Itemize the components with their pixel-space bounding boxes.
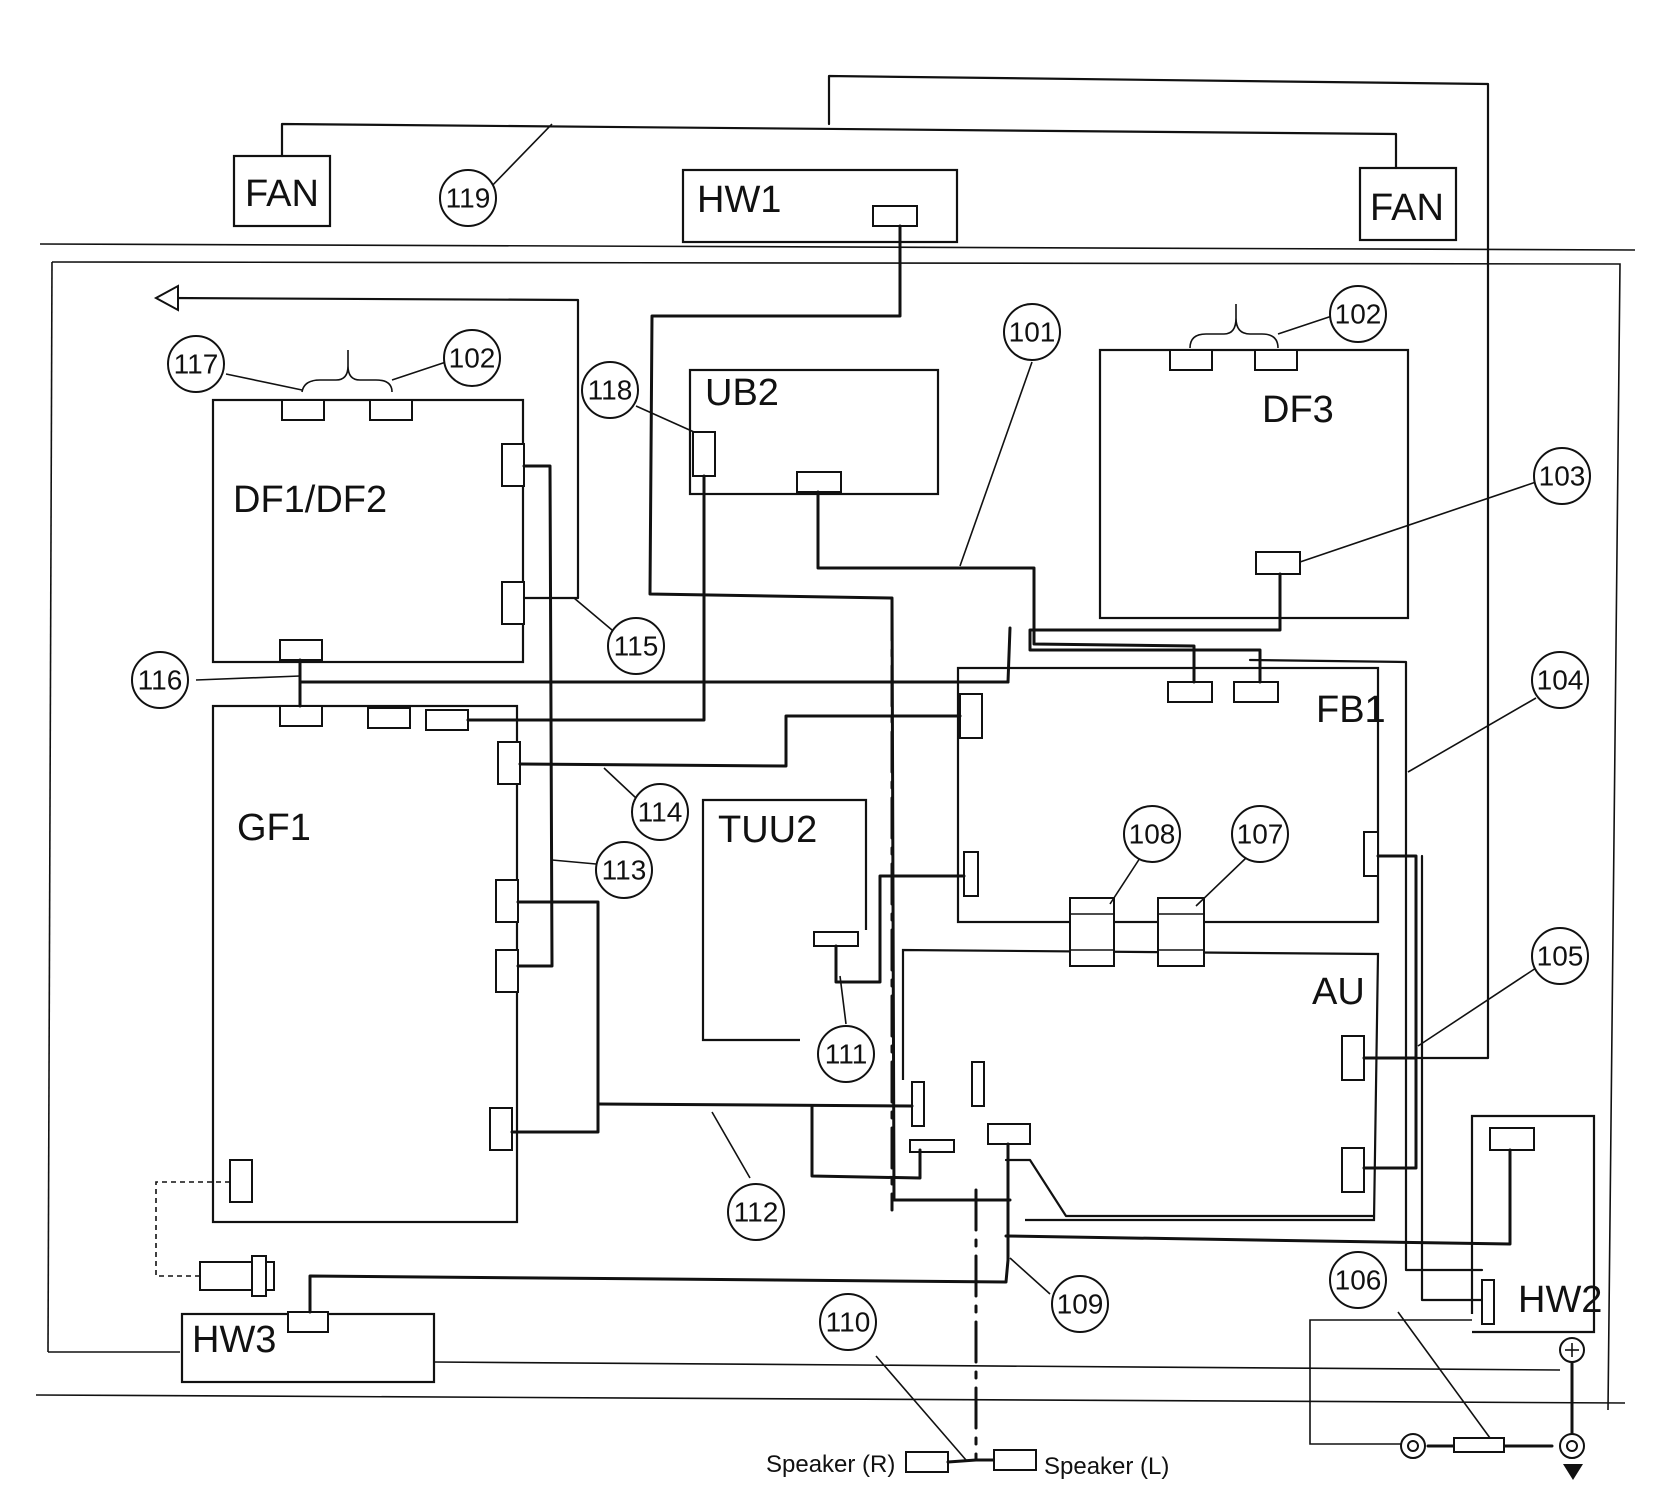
frame-lines	[35, 243, 1636, 1411]
fan-right: FAN	[1358, 166, 1458, 242]
svg-text:106: 106	[1335, 1265, 1382, 1296]
svg-text:AU: AU	[1312, 971, 1365, 1013]
tuu2-unit: TUU2	[701, 798, 868, 1042]
callout-111: 111	[817, 1025, 875, 1083]
svg-text:111: 111	[825, 1039, 868, 1070]
svg-text:101: 101	[1009, 317, 1056, 348]
svg-text:102: 102	[449, 343, 496, 374]
callout-117: 117	[167, 335, 225, 393]
plus-circle-icon	[1559, 1337, 1585, 1363]
callout-114: 114	[631, 783, 689, 841]
fan-left: FAN	[232, 154, 332, 228]
hollow-arrow-left-icon	[153, 284, 179, 312]
svg-text:FAN: FAN	[245, 173, 319, 215]
svg-text:107: 107	[1237, 819, 1284, 850]
callout-leaders	[195, 304, 1537, 1461]
df3-unit: DF3	[1098, 348, 1410, 620]
svg-text:102: 102	[1335, 299, 1382, 330]
speaker-left: Speaker (L)	[993, 1449, 1169, 1480]
svg-text:TUU2: TUU2	[718, 809, 817, 851]
svg-text:Speaker (L): Speaker (L)	[1044, 1453, 1169, 1480]
au-unit: AU	[901, 948, 1380, 1222]
svg-text:DF3: DF3	[1262, 389, 1334, 431]
svg-text:103: 103	[1539, 461, 1586, 492]
svg-text:108: 108	[1129, 819, 1176, 850]
svg-text:109: 109	[1057, 1289, 1104, 1320]
hw3-unit: HW3	[180, 1311, 436, 1384]
callout-115: 115	[607, 617, 665, 675]
callout-101: 101	[1003, 303, 1061, 361]
svg-text:GF1: GF1	[237, 807, 311, 849]
svg-text:110: 110	[826, 1307, 871, 1338]
gf1-unit: GF1	[211, 704, 521, 1224]
callout-118: 118	[581, 361, 639, 419]
callout-102-right: 102	[1329, 285, 1387, 343]
svg-text:UB2: UB2	[705, 372, 779, 414]
df1-df2-unit: DF1/DF2	[211, 398, 525, 664]
svg-text:112: 112	[734, 1197, 779, 1228]
svg-text:DF1/DF2: DF1/DF2	[233, 479, 387, 521]
callout-116: 116	[131, 651, 189, 709]
callout-107: 107	[1231, 805, 1289, 863]
svg-text:104: 104	[1537, 665, 1584, 696]
svg-text:119: 119	[446, 183, 491, 214]
round-plug	[155, 1181, 275, 1297]
battery-terminal	[1400, 1350, 1585, 1459]
fb1-unit: FB1	[956, 666, 1386, 924]
fan-wiring	[280, 74, 1490, 1060]
svg-text:113: 113	[602, 855, 647, 886]
callout-102-left: 102	[443, 329, 501, 387]
callout-113: 113	[595, 841, 653, 899]
svg-text:HW2: HW2	[1518, 1279, 1602, 1321]
callout-110: 110	[819, 1293, 877, 1351]
wiring-harness	[166, 224, 1561, 1462]
callout-119: 119	[439, 169, 497, 227]
callout-112: 112	[727, 1183, 785, 1241]
svg-text:115: 115	[614, 631, 659, 662]
callout-106: 106	[1329, 1251, 1387, 1309]
svg-text:116: 116	[138, 665, 183, 696]
callout-104: 104	[1531, 651, 1589, 709]
speaker-right: Speaker (R)	[766, 1451, 978, 1478]
svg-text:HW3: HW3	[192, 1319, 276, 1361]
callout-108: 108	[1123, 805, 1181, 863]
svg-text:105: 105	[1537, 941, 1584, 972]
connector-plugs	[1069, 897, 1205, 967]
callout-109: 109	[1051, 1275, 1109, 1333]
svg-text:FAN: FAN	[1370, 187, 1444, 229]
callout-105: 105	[1531, 927, 1589, 985]
svg-text:HW1: HW1	[697, 179, 781, 221]
svg-text:114: 114	[638, 797, 683, 828]
svg-text:117: 117	[174, 349, 219, 380]
svg-text:118: 118	[588, 375, 633, 406]
ub2-unit: UB2	[688, 368, 940, 496]
hw2-unit: HW2	[1470, 1114, 1602, 1334]
hw1-unit: HW1	[681, 168, 959, 244]
svg-text:Speaker (R): Speaker (R)	[766, 1451, 895, 1478]
ground-triangle-icon	[1563, 1464, 1583, 1480]
svg-text:FB1: FB1	[1316, 689, 1386, 731]
callout-103: 103	[1533, 447, 1591, 505]
